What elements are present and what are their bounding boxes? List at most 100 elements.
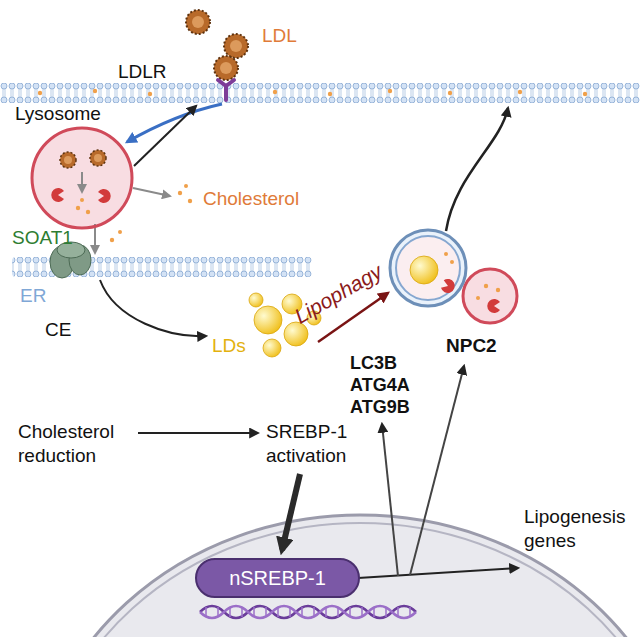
lysosome-outline xyxy=(32,128,132,228)
membrane-cholesterol xyxy=(93,89,97,93)
npc2-gene-arrow xyxy=(410,366,464,575)
lipid-droplet xyxy=(249,293,263,307)
plasma-membrane xyxy=(0,83,640,103)
dna-rungs xyxy=(397,607,399,617)
molecule-label: Cholesterol xyxy=(203,187,299,211)
membrane-cholesterol xyxy=(388,89,392,93)
export-arrow xyxy=(134,106,196,166)
er-cholesterol xyxy=(118,230,122,234)
free-cholesterol xyxy=(184,184,188,188)
efflux-arrow xyxy=(446,108,508,231)
lysosome-content xyxy=(81,172,83,192)
dna-rungs xyxy=(205,607,207,617)
dna-rungs xyxy=(253,607,255,617)
ldl-particle xyxy=(214,56,238,80)
dna-rungs xyxy=(289,607,291,617)
lysosome-content xyxy=(76,206,80,210)
release-arrow xyxy=(133,188,170,196)
molecule-label: CE xyxy=(45,318,71,342)
ldl-receptor xyxy=(218,80,234,100)
autolysosome xyxy=(390,230,517,323)
esterification-arrow xyxy=(100,280,206,336)
autolysosome xyxy=(450,260,454,264)
er-cholesterol xyxy=(110,230,122,242)
receptor-label: LDLR xyxy=(118,60,167,84)
autolysosome xyxy=(476,296,480,300)
dna-rungs xyxy=(277,607,279,617)
ldl-particle xyxy=(224,34,248,58)
dna-rungs xyxy=(373,607,375,617)
gene-label: NPC2 xyxy=(446,334,497,358)
dna-rungs xyxy=(325,607,327,617)
membrane-cholesterol xyxy=(148,92,152,96)
membrane-cholesterol xyxy=(38,89,587,96)
autolysosome xyxy=(463,269,517,323)
dna-helix xyxy=(200,606,416,618)
dna-rungs xyxy=(349,607,351,617)
membrane-cholesterol xyxy=(328,92,332,96)
organelle-label: Lysosome xyxy=(15,103,101,125)
lysosome-content xyxy=(98,189,111,203)
lysosome-content xyxy=(90,150,106,166)
organelle-label: ER xyxy=(20,284,46,308)
lysosome-content xyxy=(51,150,110,214)
nuclear-srebp-box: nSREBP-1 xyxy=(195,558,360,598)
endocytosis-arrow xyxy=(127,104,222,142)
dna-rungs xyxy=(409,607,411,617)
membrane-cholesterol xyxy=(518,90,522,94)
dna-rungs xyxy=(361,607,363,617)
molecule-label: LDL xyxy=(262,24,297,48)
activation-arrow xyxy=(138,432,258,434)
transcription-factor-label: nSREBP-1 xyxy=(229,567,326,590)
free-cholesterol xyxy=(188,199,192,203)
membrane-cholesterol xyxy=(273,90,277,94)
lysosome: Lysosome xyxy=(32,128,132,228)
ldl-receptor xyxy=(218,80,234,100)
autolysosome xyxy=(484,284,488,288)
lipid-droplet xyxy=(263,339,281,357)
transport-arrow xyxy=(94,224,96,253)
dna-rungs xyxy=(301,607,303,617)
autophagy-gene-arrow xyxy=(382,424,398,576)
lysosome-content xyxy=(80,198,84,202)
gene-label: ATG4A xyxy=(350,374,410,397)
autolysosome xyxy=(410,256,438,284)
enzyme-label: SOAT1 xyxy=(12,226,73,250)
autolysosome xyxy=(487,299,500,313)
gene-label: Lipogenesis genes xyxy=(524,505,636,553)
lysosome-content xyxy=(86,210,90,214)
organelle-label: LDs xyxy=(212,334,246,358)
dna-helix xyxy=(200,606,416,618)
dna-rungs xyxy=(337,607,339,617)
ldl-particle xyxy=(186,10,248,80)
condition-label: Cholesterol reduction xyxy=(18,420,143,468)
autolysosome xyxy=(444,252,448,256)
dna-rungs xyxy=(217,607,219,617)
dna-rungs xyxy=(385,607,387,617)
gene-label: LC3B xyxy=(350,352,397,375)
autolysosome xyxy=(396,236,460,300)
lipid-droplet xyxy=(254,306,282,334)
translocation-arrow xyxy=(282,474,300,550)
dna-rungs xyxy=(241,607,243,617)
lysosome-outline xyxy=(32,128,132,228)
free-cholesterol xyxy=(178,184,192,203)
autolysosome xyxy=(440,277,457,295)
autolysosome xyxy=(390,230,466,306)
gene-label: ATG9B xyxy=(350,396,410,419)
autolysosome xyxy=(496,288,500,292)
membrane-cholesterol xyxy=(448,91,452,95)
membrane-cholesterol xyxy=(38,91,42,95)
process-label: SREBP-1 activation xyxy=(266,420,376,468)
er-cholesterol xyxy=(110,238,114,242)
dna-rungs xyxy=(313,607,315,617)
lysosome-content xyxy=(60,152,76,168)
lysosome-lumen xyxy=(32,128,132,228)
dna-rungs xyxy=(265,607,267,617)
lysosome-content xyxy=(51,188,64,202)
dna-helix xyxy=(200,606,416,618)
dna-rungs xyxy=(206,607,410,617)
dna-rungs xyxy=(229,607,231,617)
membrane-cholesterol xyxy=(583,92,587,96)
free-cholesterol xyxy=(178,191,182,195)
